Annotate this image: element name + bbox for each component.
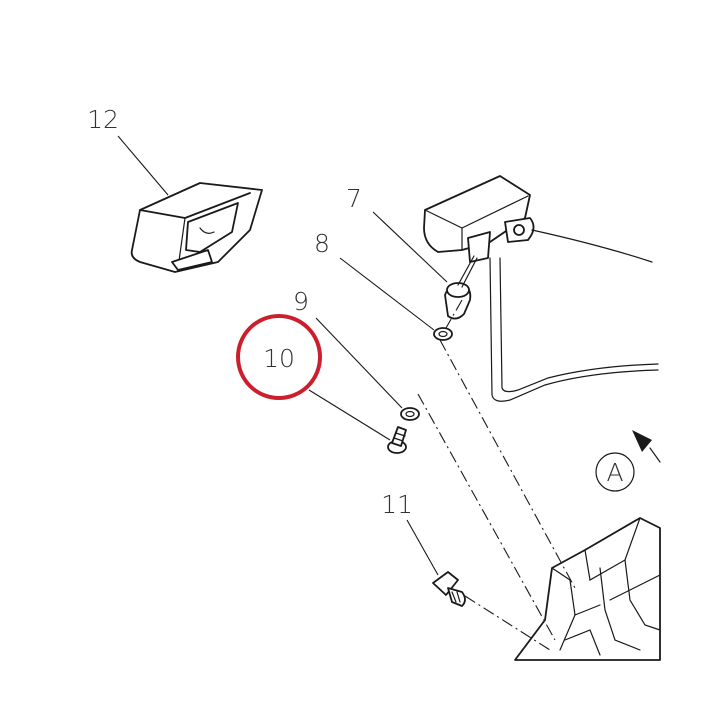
- view-a-label: A: [606, 458, 623, 487]
- part-12-cover: [130, 182, 263, 273]
- callout-8: 8: [314, 229, 330, 258]
- part-7-bracket: [423, 175, 659, 402]
- leader-lines: [117, 135, 448, 576]
- highlight-circle: [236, 314, 322, 400]
- view-a-arrow: [632, 430, 661, 463]
- callout-11: 11: [381, 490, 413, 519]
- callout-12: 12: [87, 105, 119, 134]
- part-8-washer: [433, 327, 453, 341]
- callout-10: 10: [263, 344, 295, 373]
- part-7-pin: [444, 255, 478, 320]
- part-11-screw: [432, 571, 466, 607]
- part-9-washer: [400, 407, 420, 421]
- part-10-screw: [387, 426, 407, 454]
- callout-7: 7: [346, 184, 362, 213]
- assembly-lines: [417, 299, 576, 651]
- callout-9: 9: [293, 287, 309, 316]
- base-assembly: [514, 517, 661, 661]
- view-a-circle: [595, 452, 635, 492]
